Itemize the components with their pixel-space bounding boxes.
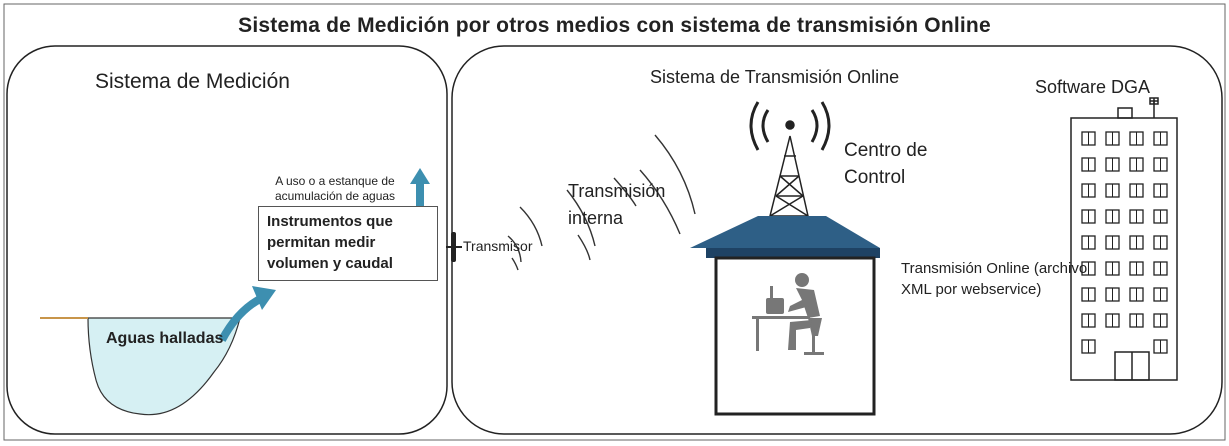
flow-arrow-icon: [218, 286, 276, 342]
transmitter-icon: [446, 232, 462, 262]
internal-transmission-label: Transmisión interna: [568, 181, 666, 228]
transmission-heading: Sistema de Transmisión Online: [650, 67, 900, 87]
instrument-line: Instrumentos que: [267, 213, 393, 230]
control-center-label: Centro de Control: [844, 140, 928, 188]
dga-windows: [1081, 131, 1168, 354]
online-transmission-label: Transmisión Online (archivo XML por webs…: [901, 260, 1088, 298]
measurement-heading: Sistema de Medición: [95, 70, 290, 93]
radio-waves-icon: [507, 134, 696, 271]
up-arrow-icon: [410, 168, 430, 207]
dga-door: [1114, 351, 1150, 381]
dga-building-icon: [1070, 97, 1178, 381]
software-heading: Software DGA: [1035, 77, 1151, 97]
operator-at-computer-icon: [752, 273, 824, 355]
instrument-line: permitan medir: [267, 234, 376, 251]
transmitter-label: Transmisor: [463, 238, 533, 254]
instrument-line: volumen y caudal: [267, 255, 393, 272]
antenna-tower-icon: [749, 101, 831, 217]
outer-frame: [3, 3, 1226, 441]
measurement-panel: [6, 45, 448, 435]
instrument-box: Instrumentos que permitan medir volumen …: [258, 206, 438, 281]
page-title: Sistema de Medición por otros medios con…: [238, 14, 991, 37]
control-center-roof: [690, 216, 880, 258]
water-pond: [40, 317, 241, 416]
water-label: Aguas halladas: [106, 330, 224, 347]
